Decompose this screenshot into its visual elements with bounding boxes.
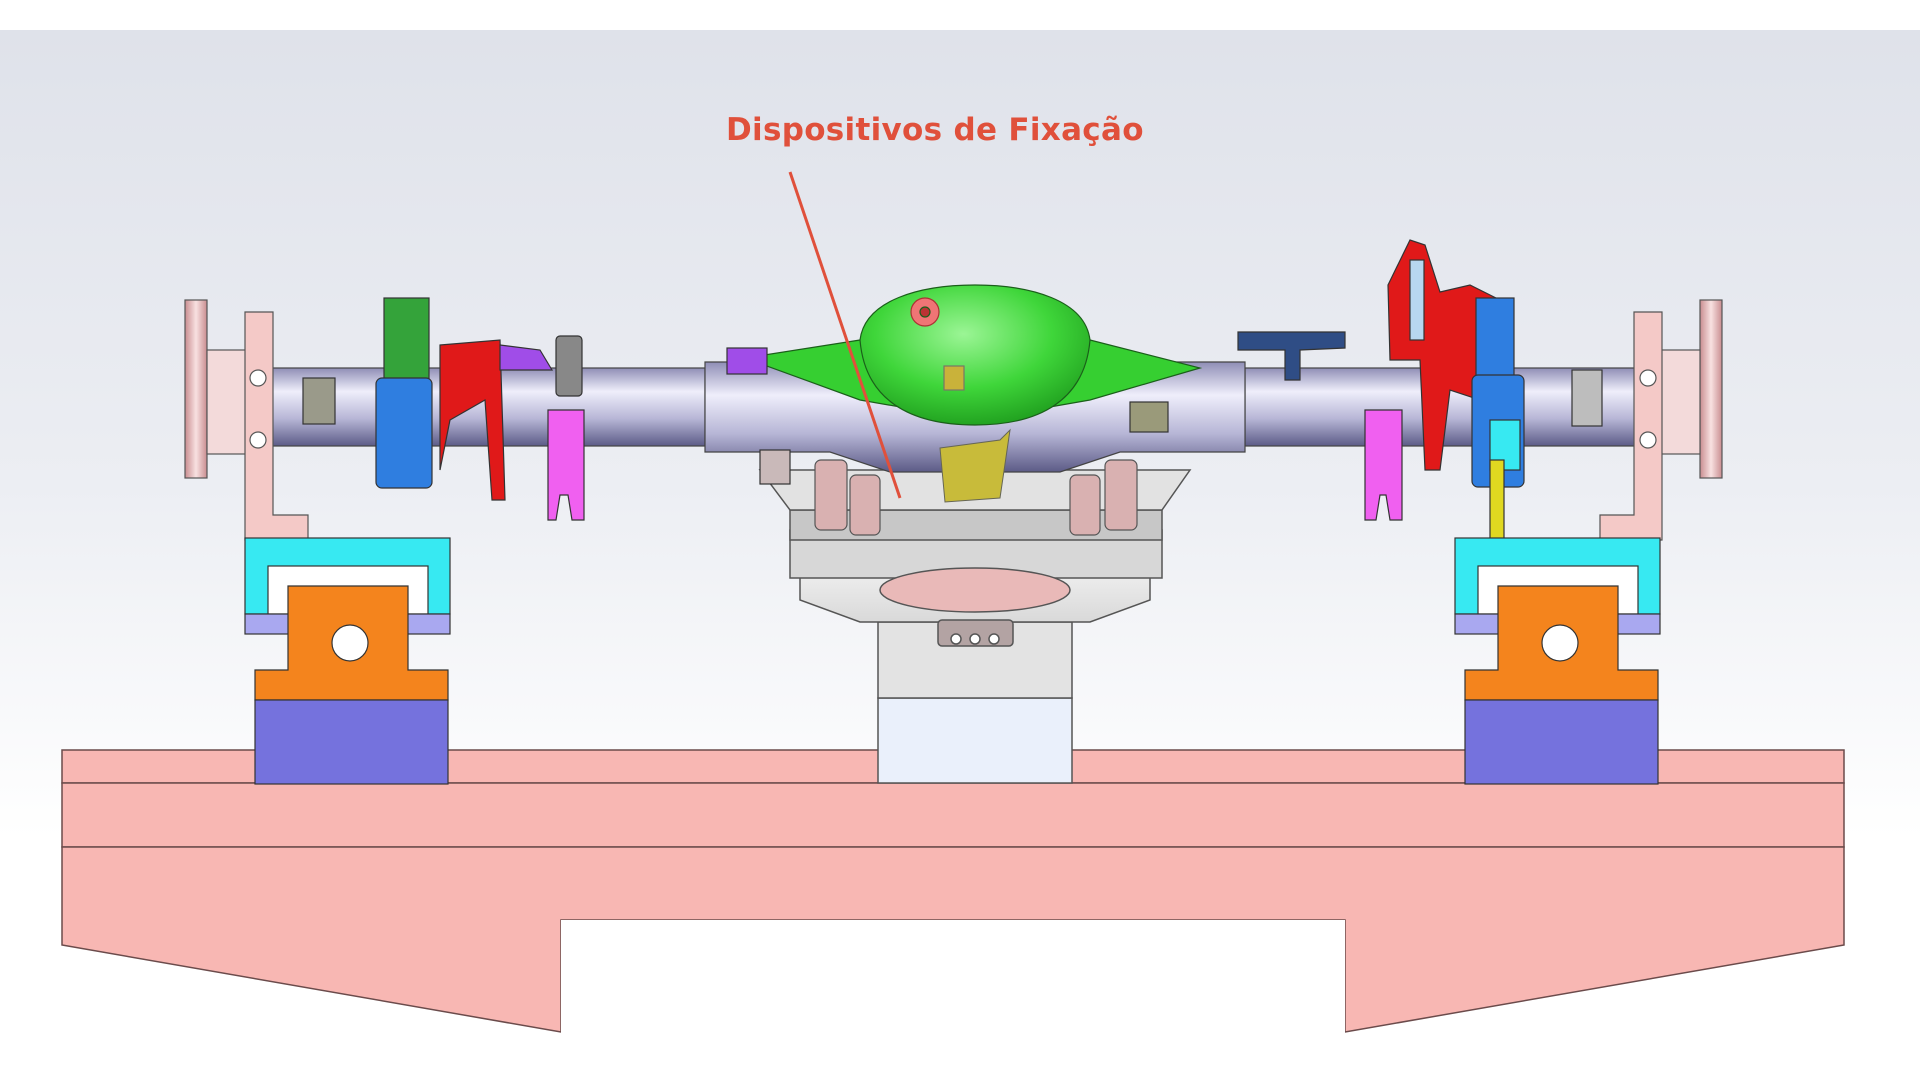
callout-label: Dispositivos de Fixação — [726, 112, 1144, 148]
callout-leader-line — [788, 171, 902, 499]
right-clamp-stack — [1454, 537, 1661, 785]
right-brackets — [1237, 239, 1603, 541]
differential-housing — [742, 284, 1203, 426]
right-flange — [1599, 299, 1723, 541]
center-brackets — [726, 347, 1169, 485]
yellow-brace — [939, 428, 1011, 503]
left-flange — [184, 299, 309, 541]
left-brackets — [302, 297, 585, 521]
left-clamp-stack — [244, 537, 451, 785]
center-posts — [814, 459, 1138, 536]
